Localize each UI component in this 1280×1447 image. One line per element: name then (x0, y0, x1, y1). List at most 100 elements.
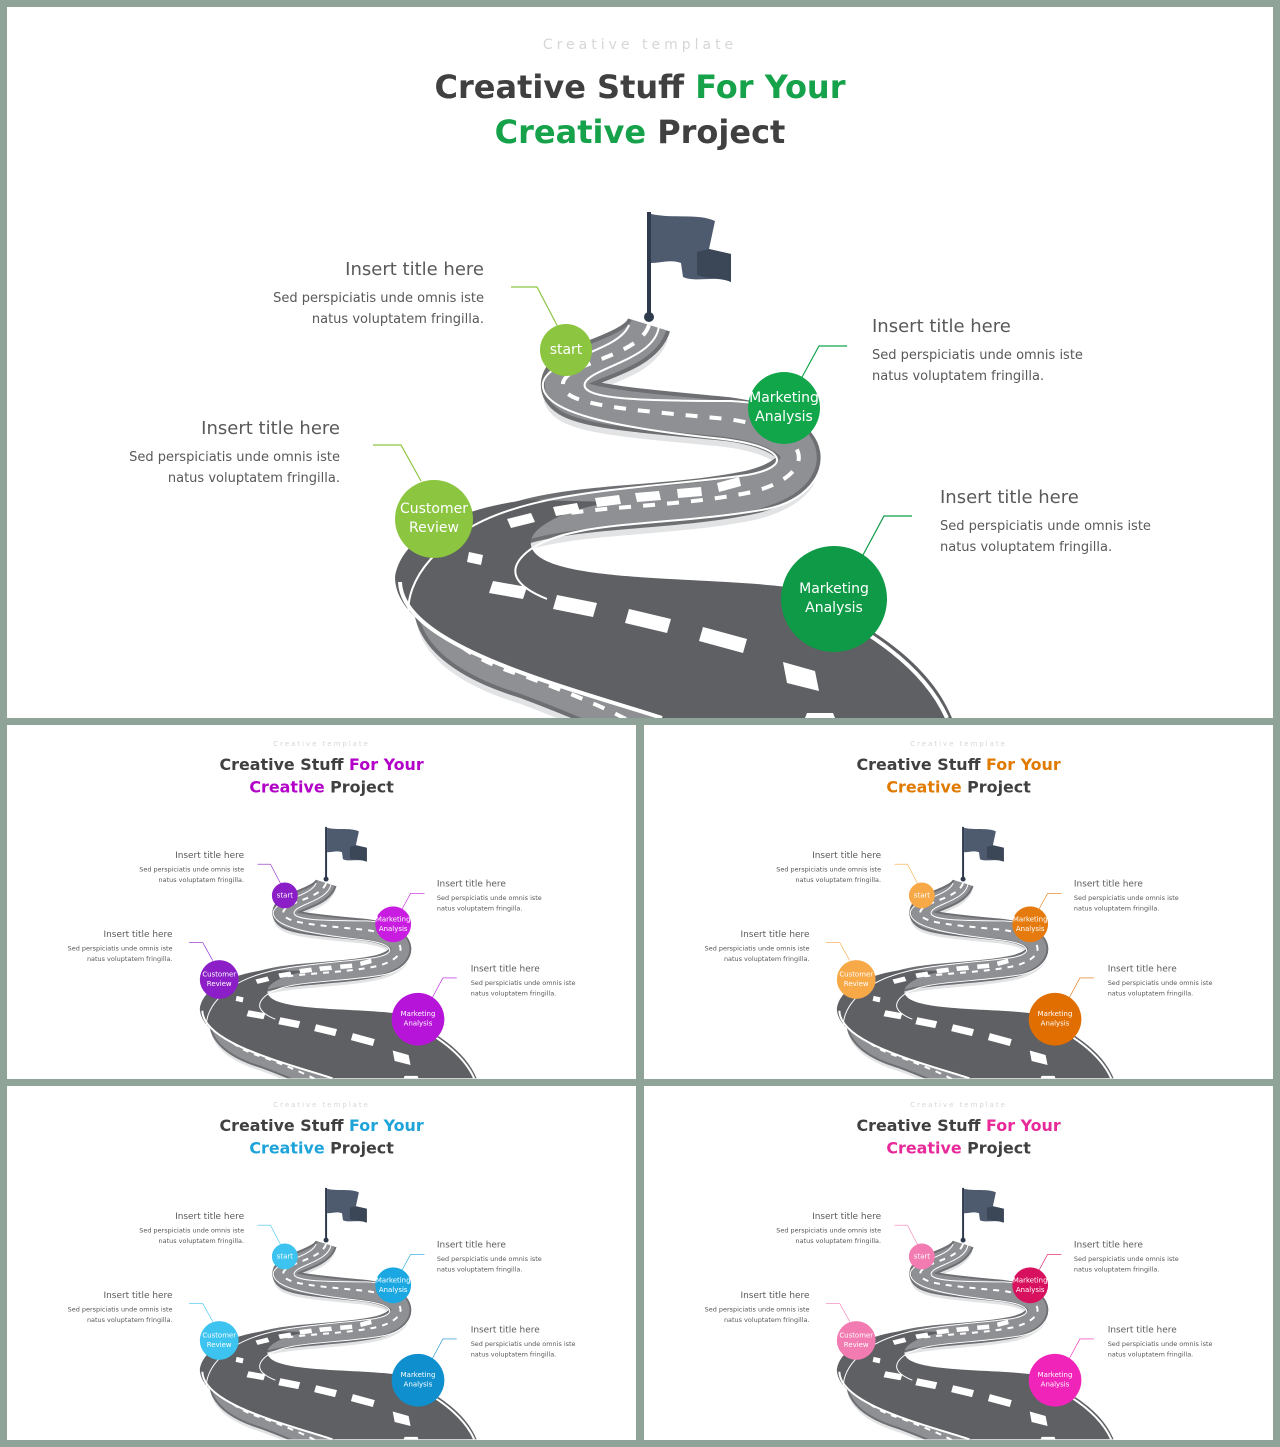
title-part-2: For Your (695, 68, 846, 106)
milestone-label-line: Analysis (1040, 1380, 1070, 1389)
text-block-3: Insert title here Sed perspiciatis unde … (660, 1290, 810, 1325)
text-block-line: natus voluptatem fringilla. (940, 540, 1113, 555)
text-block-line: Sed perspiciatis unde omnis iste (776, 866, 882, 874)
text-block-1: Insert title here Sed perspiciatis unde … (95, 850, 244, 885)
milestone-label: start (913, 1252, 930, 1261)
text-block-title: Insert title here (812, 1211, 882, 1222)
text-block-1: Insert title here Sed perspiciatis unde … (95, 1211, 244, 1246)
title-line-1: Creative Stuff For Your (7, 1115, 636, 1137)
text-block-title: Insert title here (345, 259, 484, 280)
text-block-body: Sed perspiciatis unde omnis iste natus v… (437, 893, 586, 914)
title-part-3: Creative (886, 777, 962, 797)
text-block-line: Sed perspiciatis unde omnis iste (1073, 894, 1179, 902)
milestone-label-line: Customer (839, 970, 874, 979)
text-block-title: Insert title here (175, 1211, 245, 1222)
flag-pole-base (960, 876, 966, 882)
title-part-4: Project (324, 1138, 394, 1158)
milestone-label-line: Customer (202, 970, 237, 979)
title-part-4: Project (961, 777, 1031, 797)
road-dashes (467, 477, 835, 718)
milestone-label-line: Analysis (1015, 924, 1045, 933)
title-part-1: Creative Stuff (856, 1116, 987, 1136)
text-block-2: Insert title here Sed perspiciatis unde … (437, 1240, 586, 1275)
text-block-title: Insert title here (1107, 1324, 1177, 1335)
text-block-body: Sed perspiciatis unde omnis iste natus v… (1074, 893, 1223, 914)
flag-fold (349, 1206, 367, 1223)
text-block-2: Insert title here Sed perspiciatis unde … (872, 316, 1172, 387)
text-block-line: Sed perspiciatis unde omnis iste (470, 1340, 576, 1348)
text-block-title: Insert title here (872, 316, 1011, 337)
text-block-body: Sed perspiciatis unde omnis iste natus v… (940, 516, 1240, 558)
road-illustration (188, 1187, 477, 1440)
flag-pole-base (323, 1237, 329, 1243)
slide-content: Creative template Creative Stuff For You… (7, 725, 636, 1079)
text-block-title: Insert title here (103, 929, 173, 940)
road-right-edge-upper (896, 882, 1050, 1020)
flag-fold (986, 845, 1004, 862)
text-block-body: Sed perspiciatis unde omnis iste natus v… (1074, 1254, 1223, 1275)
text-block-line: natus voluptatem fringilla. (1073, 904, 1160, 913)
text-block-body: Sed perspiciatis unde omnis iste natus v… (1108, 1339, 1257, 1360)
title-line-2: Creative Project (7, 110, 1273, 155)
road-illustration (825, 1187, 1114, 1440)
milestone-label-line: Review (843, 979, 869, 988)
milestone-label-line: Marketing (1037, 1371, 1073, 1380)
text-block-line: natus voluptatem fringilla. (795, 1237, 882, 1246)
leader-lines (825, 1224, 1094, 1359)
milestone-label-line: Analysis (378, 924, 408, 933)
milestone-label-line: Marketing (400, 1010, 436, 1019)
text-block-body: Sed perspiciatis unde omnis iste natus v… (660, 944, 810, 965)
text-block-line: Sed perspiciatis unde omnis iste (1107, 979, 1213, 987)
text-block-body: Sed perspiciatis unde omnis iste natus v… (872, 345, 1172, 387)
text-block-line: Sed perspiciatis unde omnis iste (704, 1306, 810, 1314)
title-line-2: Creative Project (7, 1137, 636, 1159)
slide-blue-thumbnail: Creative template Creative Stuff For You… (7, 1086, 636, 1440)
kicker-text: Creative template (910, 739, 1007, 748)
flag-pole-base (644, 312, 654, 322)
text-block-body: Sed perspiciatis unde omnis iste natus v… (437, 1254, 586, 1275)
road-right-edge-upper (259, 1243, 413, 1381)
text-block-line: natus voluptatem fringilla. (86, 1316, 173, 1325)
road-dashes (872, 958, 1056, 1079)
road-right-edge-upper (896, 1243, 1050, 1381)
slide-content: Creative template Creative Stuff For You… (644, 725, 1273, 1079)
milestone-label: start (276, 1252, 293, 1261)
text-block-body: Sed perspiciatis unde omnis iste natus v… (732, 865, 881, 886)
flag-fold (697, 249, 731, 282)
text-block-title: Insert title here (103, 1290, 173, 1301)
road-front-edge-left (838, 1371, 970, 1440)
text-block-line: natus voluptatem fringilla. (872, 369, 1045, 384)
text-block-1: Insert title here Sed perspiciatis unde … (732, 850, 881, 885)
text-block-line: natus voluptatem fringilla. (1073, 1265, 1160, 1274)
slide-title: Creative Stuff For Your Creative Project (644, 754, 1273, 799)
kicker-text: Creative template (273, 739, 370, 748)
text-block-title: Insert title here (1073, 878, 1143, 890)
road-surface (211, 878, 410, 1079)
text-block-line: natus voluptatem fringilla. (470, 1350, 557, 1359)
slide-content: Creative template Creative Stuff For You… (7, 1086, 636, 1440)
milestone-label-line: Marketing (749, 390, 819, 406)
text-block-4: Insert title here Sed perspiciatis unde … (471, 1325, 620, 1360)
leader-lines (825, 863, 1094, 998)
milestone-label-line: Review (206, 979, 232, 988)
text-block-line: Sed perspiciatis unde omnis iste (1107, 1340, 1213, 1348)
milestone-label-line: Marketing (799, 581, 869, 597)
title-line-2: Creative Project (644, 1137, 1273, 1159)
leader-lines (188, 1224, 457, 1359)
title-part-3: Creative (886, 1138, 962, 1158)
road-front-edge-left (838, 1010, 970, 1079)
title-line-2: Creative Project (644, 776, 1273, 798)
slide-pink-thumbnail: Creative template Creative Stuff For You… (644, 1086, 1273, 1440)
text-block-title: Insert title here (740, 1290, 810, 1301)
text-block-line: Sed perspiciatis unde omnis iste (67, 945, 173, 953)
text-block-3: Insert title here Sed perspiciatis unde … (23, 1290, 173, 1325)
road-front-section (836, 970, 1114, 1079)
slide-title: Creative Stuff For Your Creative Project (7, 65, 1273, 155)
